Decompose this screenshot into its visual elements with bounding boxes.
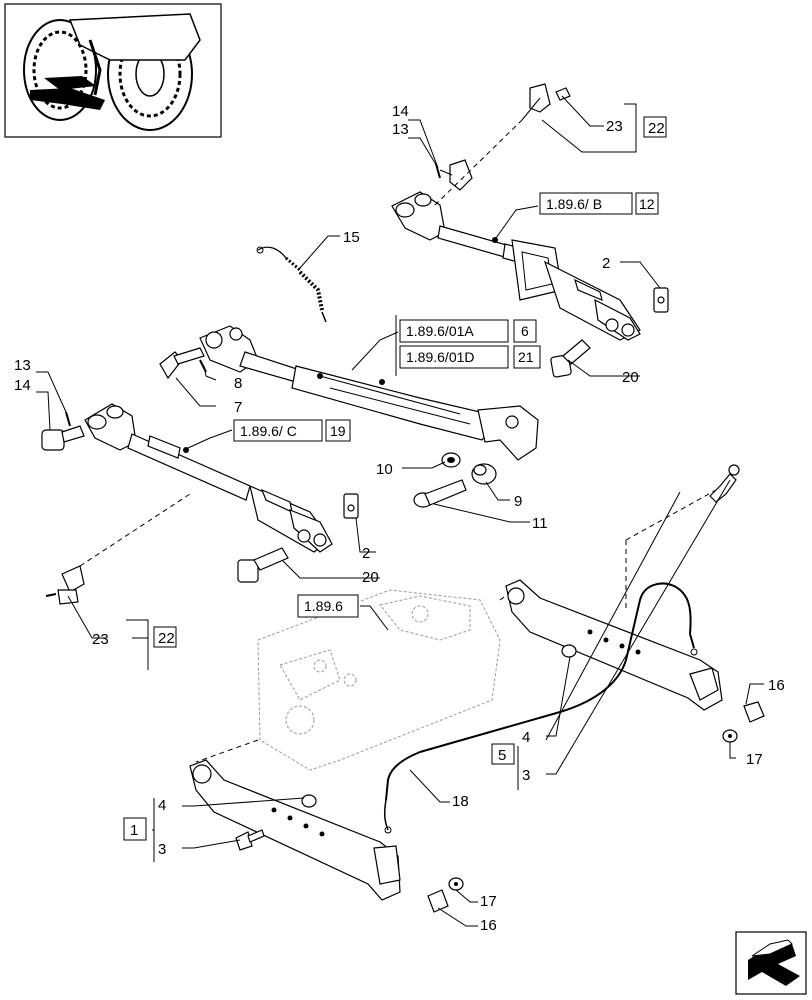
pin-20-mid[interactable]: [237, 547, 289, 583]
callout-22-left: 22: [158, 630, 175, 647]
callout-3-right[interactable]: 3: [522, 767, 530, 784]
pin-20-top[interactable]: [550, 339, 591, 378]
callout-20-top[interactable]: 20: [622, 369, 639, 386]
tractor-thumbnail[interactable]: [4, 3, 222, 138]
ref-1896-c-page: 19: [330, 423, 346, 439]
callout-20-mid[interactable]: 20: [362, 569, 379, 586]
pin-7[interactable]: [159, 347, 207, 380]
next-page-button[interactable]: [735, 931, 807, 995]
callout-15[interactable]: 15: [343, 229, 360, 246]
pin-13-top[interactable]: [435, 159, 473, 191]
pin-13-left[interactable]: [41, 411, 85, 451]
ref-link-1896-main[interactable]: 1.89.6: [297, 594, 359, 618]
cable-pin-3-right[interactable]: [709, 464, 740, 503]
ref-1896-c-label: 1.89.6/ C: [240, 423, 297, 439]
ref-1896-b-label: 1.89.6/ B: [546, 196, 602, 212]
callout-13-top[interactable]: 13: [392, 121, 409, 138]
washer-17-bottom[interactable]: [448, 877, 464, 891]
bracket-23-top[interactable]: [521, 83, 571, 121]
next-page-arrow-icon: [748, 939, 800, 986]
clip-2-top[interactable]: [653, 287, 669, 313]
boxed-callout-1[interactable]: 1: [123, 817, 147, 841]
tractor-rear-thumbnail-icon: [23, 13, 201, 131]
boxed-callout-22-left[interactable]: 22: [153, 626, 177, 648]
top-link-center[interactable]: [199, 325, 539, 461]
washer-17-right[interactable]: [722, 729, 738, 743]
callout-14-left[interactable]: 14: [14, 377, 31, 394]
ball-16-right[interactable]: [743, 701, 765, 723]
callout-5: 5: [498, 747, 506, 764]
callout-9[interactable]: 9: [514, 493, 522, 510]
callout-2-top[interactable]: 2: [602, 255, 610, 272]
boxed-callout-22-top[interactable]: 22: [643, 116, 667, 138]
callout-22-top: 22: [648, 120, 665, 137]
callout-16-right[interactable]: 16: [768, 677, 785, 694]
ball-16-bottom[interactable]: [427, 889, 449, 913]
ref-1896-01a-page: 6: [521, 323, 529, 339]
check-chain-15[interactable]: [256, 246, 327, 323]
callout-14-top[interactable]: 14: [392, 103, 409, 120]
ref-link-1896-b[interactable]: 1.89.6/ B 12: [539, 192, 659, 215]
lower-link-left[interactable]: [189, 759, 401, 901]
pin-11[interactable]: [413, 479, 467, 508]
tractor-housing-outline: [257, 589, 501, 771]
callout-23-top[interactable]: 23: [606, 118, 623, 135]
ref-link-1896-01a[interactable]: 1.89.6/01A 6: [399, 319, 537, 343]
callout-8[interactable]: 8: [234, 375, 242, 392]
callout-17-right[interactable]: 17: [746, 751, 763, 768]
lift-rod-top[interactable]: [391, 191, 641, 341]
clip-2-mid[interactable]: [343, 493, 359, 519]
ref-link-1896-01d[interactable]: 1.89.6/01D 21: [399, 345, 541, 369]
callout-23-left[interactable]: 23: [92, 631, 109, 648]
callout-10[interactable]: 10: [376, 461, 393, 478]
pin-3-left[interactable]: [235, 829, 265, 851]
callout-3-left[interactable]: 3: [158, 841, 166, 858]
leader-lines: [36, 95, 764, 927]
callout-4-right[interactable]: 4: [522, 729, 530, 746]
callout-13-left[interactable]: 13: [14, 357, 31, 374]
callout-2-mid[interactable]: 2: [362, 545, 370, 562]
bracket-23-left[interactable]: [45, 565, 85, 605]
ref-1896-01a-label: 1.89.6/01A: [406, 323, 474, 339]
callout-18[interactable]: 18: [452, 793, 469, 810]
callout-1: 1: [130, 822, 138, 839]
ring-10[interactable]: [441, 452, 461, 468]
bushing-9[interactable]: [471, 463, 497, 485]
ref-1896-b-page: 12: [639, 196, 655, 212]
stabilizer-cable-18[interactable]: [383, 582, 698, 834]
ref-1896-01d-label: 1.89.6/01D: [406, 349, 475, 365]
lift-rod-left[interactable]: [84, 403, 333, 553]
callout-17-bottom[interactable]: 17: [480, 893, 497, 910]
bushing-4-left[interactable]: [301, 794, 317, 808]
ref-1896-main-label: 1.89.6: [304, 598, 343, 614]
ref-1896-01d-page: 21: [518, 349, 534, 365]
callout-4-left[interactable]: 4: [158, 797, 166, 814]
callout-labels: 14 13 23 15 2 20 13 14 8 7 10 9 11 2 20 …: [14, 103, 785, 934]
callout-11[interactable]: 11: [532, 515, 548, 532]
callout-7[interactable]: 7: [234, 399, 242, 416]
lower-link-right[interactable]: [505, 579, 723, 711]
ref-link-1896-c[interactable]: 1.89.6/ C 19: [233, 419, 351, 442]
bushing-4-right[interactable]: [561, 644, 577, 658]
boxed-callout-5[interactable]: 5: [491, 743, 515, 765]
callout-16-bottom[interactable]: 16: [480, 917, 497, 934]
